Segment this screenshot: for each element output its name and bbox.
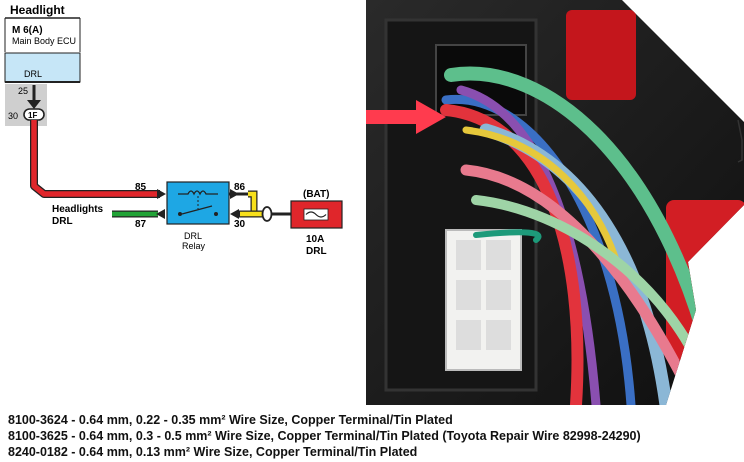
ecu-box [4, 52, 81, 83]
pin-30-label: 30 [8, 111, 18, 121]
connector-label: 1F [28, 111, 37, 120]
fuse-icon [305, 211, 327, 218]
relay-box [166, 181, 230, 225]
relay-pin-85-label: 85 [135, 182, 147, 193]
white-terminal-cell-4 [486, 280, 511, 310]
caption-line-1: 8100-3624 - 0.64 mm, 0.22 - 0.35 mm² Wir… [8, 413, 453, 427]
diagram-title: Headlight [10, 3, 65, 17]
relay-contact-left [178, 212, 182, 216]
ecu-name: Main Body ECU [12, 36, 76, 46]
photo-wire-teal [473, 229, 542, 243]
relay-pin-86-arrow [230, 189, 239, 199]
captions: 8100-3624 - 0.64 mm, 0.22 - 0.35 mm² Wir… [8, 412, 744, 460]
ecu-code: M 6(A) [12, 25, 43, 36]
relay-switch-arm [181, 205, 213, 215]
photo-edge-icon [737, 119, 743, 163]
red-wire-arrow [157, 189, 166, 199]
splice-ring [261, 206, 273, 222]
relay-pin-86-label: 86 [234, 182, 246, 193]
headlights-label: Headlights [52, 204, 104, 215]
connector-photo [366, 0, 744, 405]
photo-pointer-arrow [366, 100, 446, 134]
pin-arrow [27, 100, 41, 109]
headlights-drl-label: DRL [52, 216, 73, 227]
caption-line-3: 8240-0182 - 0.64 mm, 0.13 mm² Wire Size,… [8, 445, 418, 459]
fuse-amp-label: 10A [306, 234, 324, 245]
ecu-box-label: DRL [24, 69, 42, 79]
white-terminal-cell-2 [486, 240, 511, 270]
wiring-diagram: Headlight M 6(A) Main Body ECU DRL 25 30… [4, 3, 343, 257]
photo-wire-yellow [462, 126, 620, 264]
relay-pin-30-arrow [230, 209, 239, 219]
photo-wire-green [444, 66, 723, 387]
green-wire-arrow [156, 209, 165, 219]
relay-name-2: Relay [182, 241, 206, 251]
red-wire-fill [31, 120, 160, 197]
relay-coil-icon [178, 190, 218, 196]
red-housing-top [566, 10, 636, 100]
relay-name-1: DRL [184, 231, 202, 241]
white-terminal-cell-3 [456, 280, 481, 310]
caption-line-2: 8100-3625 - 0.64 mm, 0.3 - 0.5 mm² Wire … [8, 429, 641, 443]
bat-label: (BAT) [303, 189, 329, 200]
relay-pin-87-label: 87 [135, 219, 147, 230]
pin-25-label: 25 [18, 86, 28, 96]
white-terminal-cell-5 [456, 320, 481, 350]
white-terminal-cell-6 [486, 320, 511, 350]
fuse-name-label: DRL [306, 246, 327, 257]
white-terminal-cell-1 [456, 240, 481, 270]
relay-pin-30-label: 30 [234, 219, 246, 230]
relay-contact-right [214, 212, 218, 216]
